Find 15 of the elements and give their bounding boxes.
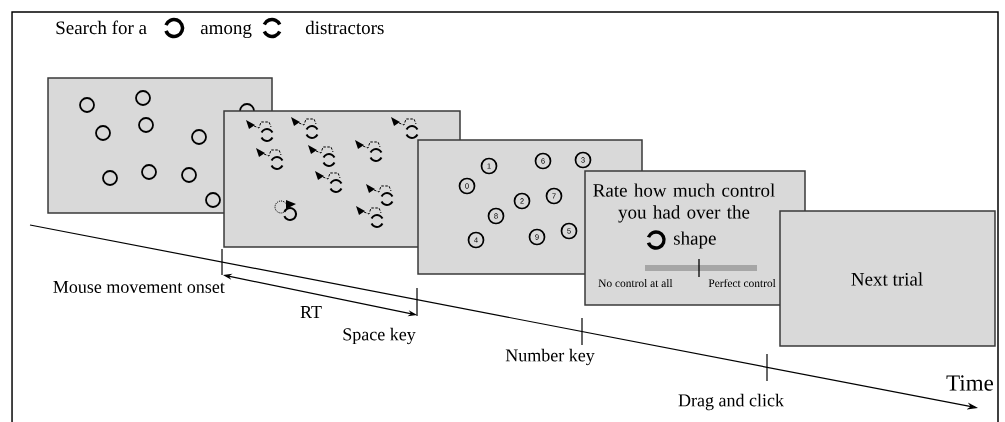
event-label: Mouse movement onset (53, 281, 225, 293)
slider-label: No control at all (598, 279, 673, 287)
interval-label: RT (300, 306, 322, 318)
slider-label: Perfect control (708, 278, 776, 288)
instruction-text: distractors (305, 20, 384, 35)
display-screen (779, 210, 996, 347)
event-label: Space key (343, 327, 416, 345)
event-label: Number key (505, 348, 595, 366)
screen-text: Next trial (851, 272, 923, 286)
instruction-text: among (200, 24, 252, 39)
instruction-text: Search for a (56, 20, 147, 35)
display-screen (584, 170, 806, 306)
question-text: shape (674, 231, 716, 249)
axis-label: Time (946, 375, 993, 391)
event-label: Drag and click (678, 393, 784, 411)
